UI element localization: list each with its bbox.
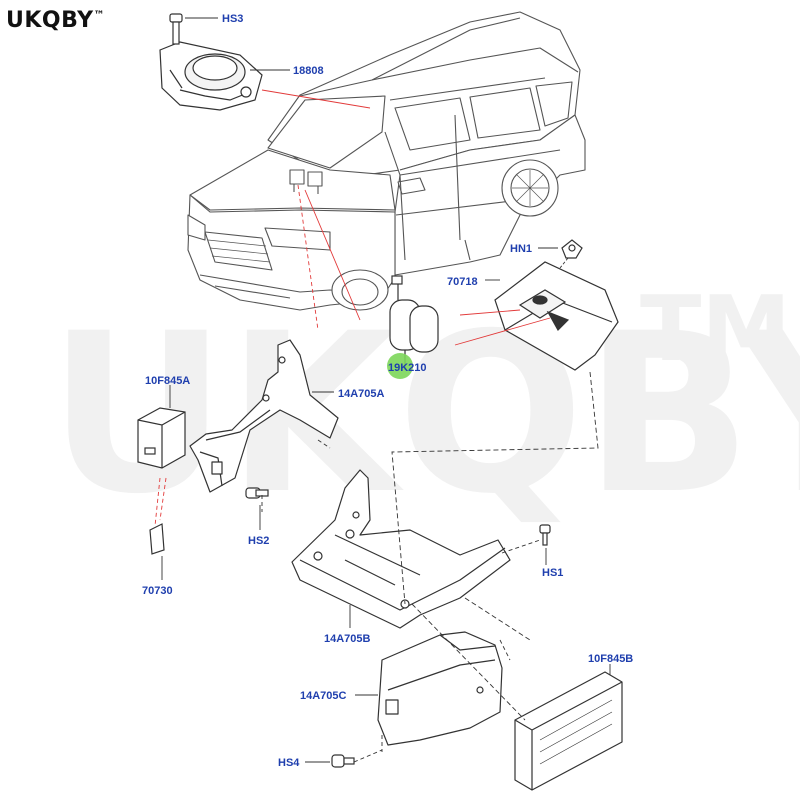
label-hs1[interactable]: HS1 bbox=[542, 567, 563, 579]
label-14a705c[interactable]: 14A705C bbox=[300, 690, 347, 702]
label-14a705a[interactable]: 14A705A bbox=[338, 388, 385, 400]
screw-hs3[interactable] bbox=[169, 13, 183, 45]
bracket-14a705b[interactable] bbox=[291, 469, 511, 629]
nut-hn1[interactable] bbox=[561, 239, 583, 259]
leader-lines bbox=[154, 89, 599, 763]
screw-hs4[interactable] bbox=[331, 754, 355, 768]
label-hs2[interactable]: HS2 bbox=[248, 535, 269, 547]
label-14a705b[interactable]: 14A705B bbox=[324, 633, 371, 645]
label-hn1[interactable]: HN1 bbox=[510, 243, 532, 255]
screw-hs2[interactable] bbox=[245, 487, 269, 499]
callout-labels: HS3 18808 HN1 70718 19K210 10F845A 14A70… bbox=[142, 13, 633, 769]
bracket-14a705a[interactable] bbox=[189, 339, 339, 493]
highlight-marker bbox=[387, 353, 413, 379]
label-hs4[interactable]: HS4 bbox=[278, 757, 300, 769]
cover-70730[interactable] bbox=[149, 523, 165, 555]
label-70730[interactable]: 70730 bbox=[142, 585, 173, 597]
screw-hs1[interactable] bbox=[539, 524, 551, 546]
label-10f845b[interactable]: 10F845B bbox=[588, 653, 633, 665]
label-19k210[interactable]: 19K210 bbox=[388, 362, 427, 374]
cable-19k210[interactable] bbox=[389, 275, 439, 370]
label-70718[interactable]: 70718 bbox=[447, 276, 478, 288]
speaker-18808[interactable] bbox=[159, 41, 263, 111]
module-10f845b[interactable] bbox=[514, 671, 623, 791]
label-10f845a[interactable]: 10F845A bbox=[145, 375, 190, 387]
watermark-mark: TM bbox=[640, 277, 791, 382]
brand-logo: UKQBY™ bbox=[6, 8, 105, 33]
label-connectors bbox=[161, 17, 611, 763]
label-18808[interactable]: 18808 bbox=[293, 65, 324, 77]
label-hs3[interactable]: HS3 bbox=[222, 13, 243, 25]
bracket-14a705c[interactable] bbox=[377, 631, 503, 746]
brand-trademark: ™ bbox=[93, 8, 106, 22]
brand-name: UKQBY bbox=[6, 8, 94, 33]
module-10f845a[interactable] bbox=[137, 407, 186, 469]
vehicle-illustration bbox=[187, 11, 586, 311]
module-70718[interactable] bbox=[494, 261, 619, 371]
